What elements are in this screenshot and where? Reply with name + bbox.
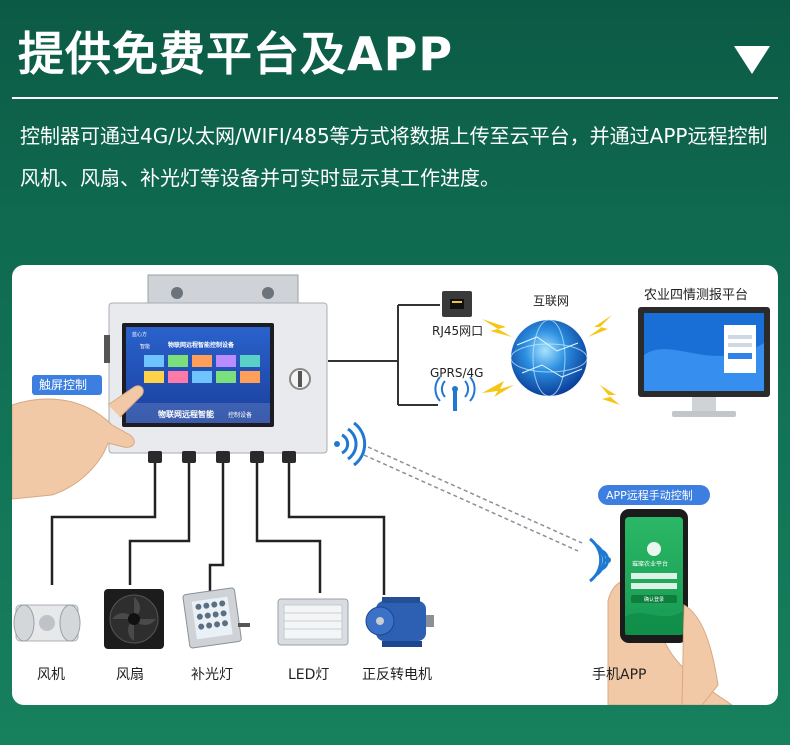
rj45-port-icon bbox=[442, 291, 472, 317]
screen-tile[interactable] bbox=[240, 355, 260, 367]
diagram-svg: 蓝心方 智能 物联网远程智能控制设备 物联网远程智能 控制设备 bbox=[12, 274, 770, 705]
phone-button-label: 确认登录 bbox=[644, 596, 664, 603]
screw-hole bbox=[171, 287, 183, 299]
cable-glands bbox=[148, 451, 296, 463]
wifi-icon bbox=[589, 537, 610, 583]
lightning-icon bbox=[600, 385, 620, 405]
internet-label: 互联网 bbox=[533, 294, 569, 308]
lightning-icon bbox=[588, 315, 612, 337]
device-fan bbox=[104, 589, 164, 649]
app-remote-badge bbox=[598, 485, 710, 505]
device-label: 风机 bbox=[37, 667, 65, 683]
title-bar: 提供免费平台及APP bbox=[0, 0, 790, 100]
globe-icon bbox=[510, 319, 588, 397]
screen-tile[interactable] bbox=[168, 371, 188, 383]
monitor-icon bbox=[638, 307, 770, 417]
screw-hole bbox=[262, 287, 274, 299]
phone-thumb bbox=[681, 604, 719, 705]
key-slot bbox=[298, 371, 302, 387]
app-logo-icon bbox=[647, 542, 661, 556]
lightning-icon bbox=[482, 319, 512, 337]
device-label: 风扇 bbox=[116, 667, 144, 683]
title-divider bbox=[12, 97, 778, 99]
screen-tile[interactable] bbox=[144, 355, 164, 367]
screen-tile[interactable] bbox=[240, 371, 260, 383]
phone-hills bbox=[625, 611, 683, 635]
screen-menu: 智能 bbox=[140, 343, 150, 350]
touch-label-badge bbox=[32, 375, 102, 395]
screen-tile[interactable] bbox=[168, 355, 188, 367]
platform-label: 农业四情测报平台 bbox=[644, 288, 748, 303]
diagram-panel: 蓝心方 智能 物联网远程智能控制设备 物联网远程智能 控制设备 bbox=[12, 265, 778, 705]
lightning-icon bbox=[482, 381, 514, 397]
controller: 蓝心方 智能 物联网远程智能控制设备 物联网远程智能 控制设备 bbox=[104, 274, 328, 463]
screen-tiles[interactable] bbox=[144, 355, 260, 383]
device-wires bbox=[50, 463, 386, 595]
screen-footer-text: 物联网远程智能 bbox=[158, 409, 214, 419]
screen-tile[interactable] bbox=[216, 371, 236, 383]
screen-tile[interactable] bbox=[192, 371, 212, 383]
triangle-down-icon bbox=[734, 46, 770, 74]
app-remote-label: APP远程手动控制 bbox=[606, 488, 693, 502]
screen-tile[interactable] bbox=[216, 355, 236, 367]
phone-login-button[interactable] bbox=[631, 595, 677, 603]
side-port bbox=[104, 335, 110, 363]
device-label: 正反转电机 bbox=[362, 667, 432, 683]
phone-app-label: 手机APP bbox=[592, 667, 646, 683]
rj45-label: RJ45网口 bbox=[432, 324, 483, 338]
lightning-icons bbox=[482, 315, 620, 405]
wifi-dot bbox=[605, 557, 611, 563]
gprs-label: GPRS/4G bbox=[430, 366, 483, 380]
wifi-dot bbox=[334, 441, 340, 447]
hand-icon bbox=[12, 385, 144, 500]
touch-label: 触屏控制 bbox=[39, 378, 87, 392]
device-label: LED灯 bbox=[288, 667, 329, 683]
device-exhaust-fan bbox=[13, 604, 81, 642]
device-led-panel bbox=[277, 598, 349, 646]
page-title: 提供免费平台及APP bbox=[18, 27, 454, 81]
device-label: 补光灯 bbox=[191, 667, 233, 683]
screen-footer-band bbox=[126, 403, 270, 423]
wireless-link bbox=[363, 446, 583, 552]
screen-tile[interactable] bbox=[192, 355, 212, 367]
phone-input[interactable] bbox=[631, 573, 677, 579]
screen-title: 物联网远程智能控制设备 bbox=[168, 341, 235, 349]
phone-input[interactable] bbox=[631, 583, 677, 589]
phone: 璀璨农业平台 确认登录 bbox=[607, 509, 733, 705]
network-lines bbox=[328, 304, 440, 406]
screen-footer-sub: 控制设备 bbox=[228, 411, 252, 419]
device-grow-light bbox=[182, 587, 250, 649]
screen-tile[interactable] bbox=[144, 371, 164, 383]
wifi-icon bbox=[341, 421, 367, 467]
phone-app-title: 璀璨农业平台 bbox=[632, 560, 668, 568]
device-motor bbox=[365, 597, 434, 647]
antenna-icon bbox=[434, 376, 476, 411]
screen-logo: 蓝心方 bbox=[132, 331, 147, 338]
description-text: 控制器可通过4G/以太网/WIFI/485等方式将数据上传至云平台，并通过APP… bbox=[20, 124, 768, 190]
